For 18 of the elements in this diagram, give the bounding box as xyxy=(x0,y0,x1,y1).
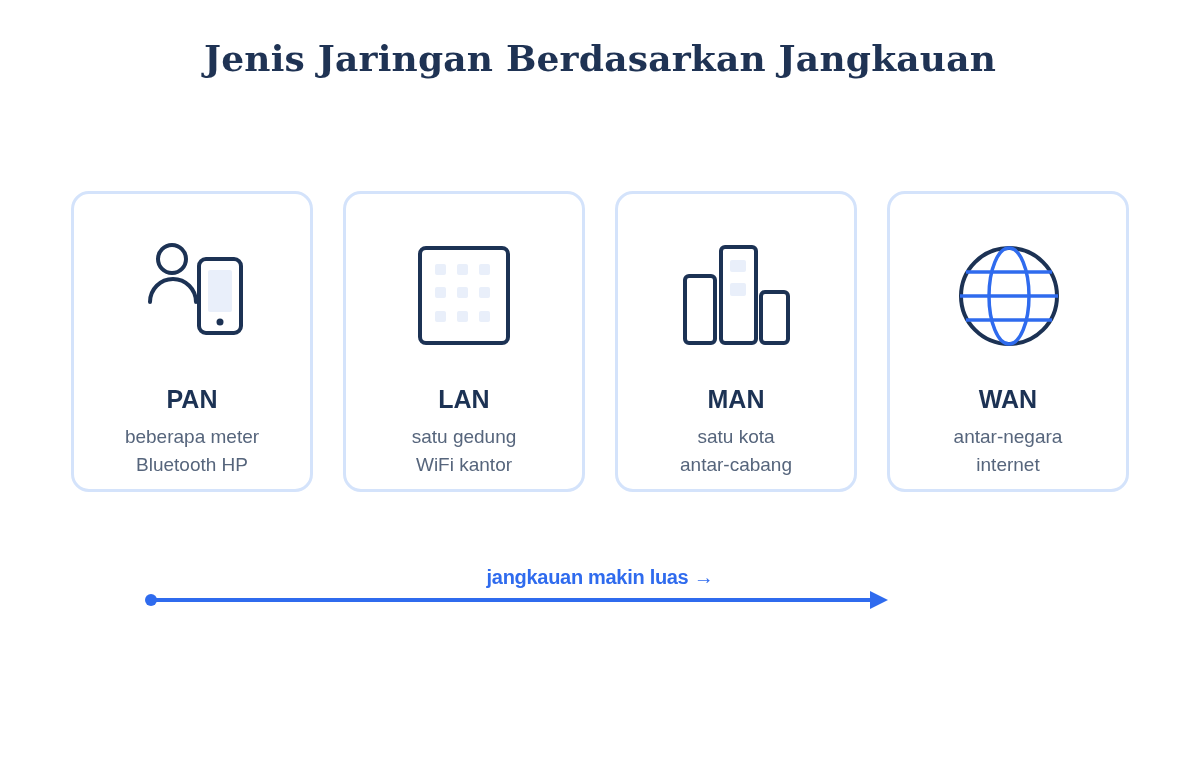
network-card xyxy=(343,191,585,492)
direction-label: jangkauan makin luas → xyxy=(486,566,714,588)
card-title: LAN xyxy=(438,384,490,415)
network-card xyxy=(887,191,1129,492)
card-text: antar-cabang xyxy=(680,453,792,477)
diagram-title: Jenis Jaringan Berdasarkan Jangkauan xyxy=(203,37,997,79)
network-card xyxy=(615,191,857,492)
card-text: Bluetooth HP xyxy=(136,453,248,477)
card-text: antar-negara xyxy=(953,425,1063,449)
card-text: satu gedung xyxy=(411,425,517,449)
card-text: satu kota xyxy=(697,425,775,449)
card-title: MAN xyxy=(707,384,765,415)
network-card xyxy=(71,191,313,492)
card-text: WiFi kantor xyxy=(415,453,513,477)
card-text: internet xyxy=(976,453,1040,477)
card-text: beberapa meter xyxy=(124,425,260,449)
card-title: WAN xyxy=(978,384,1038,415)
card-title: PAN xyxy=(166,384,218,415)
